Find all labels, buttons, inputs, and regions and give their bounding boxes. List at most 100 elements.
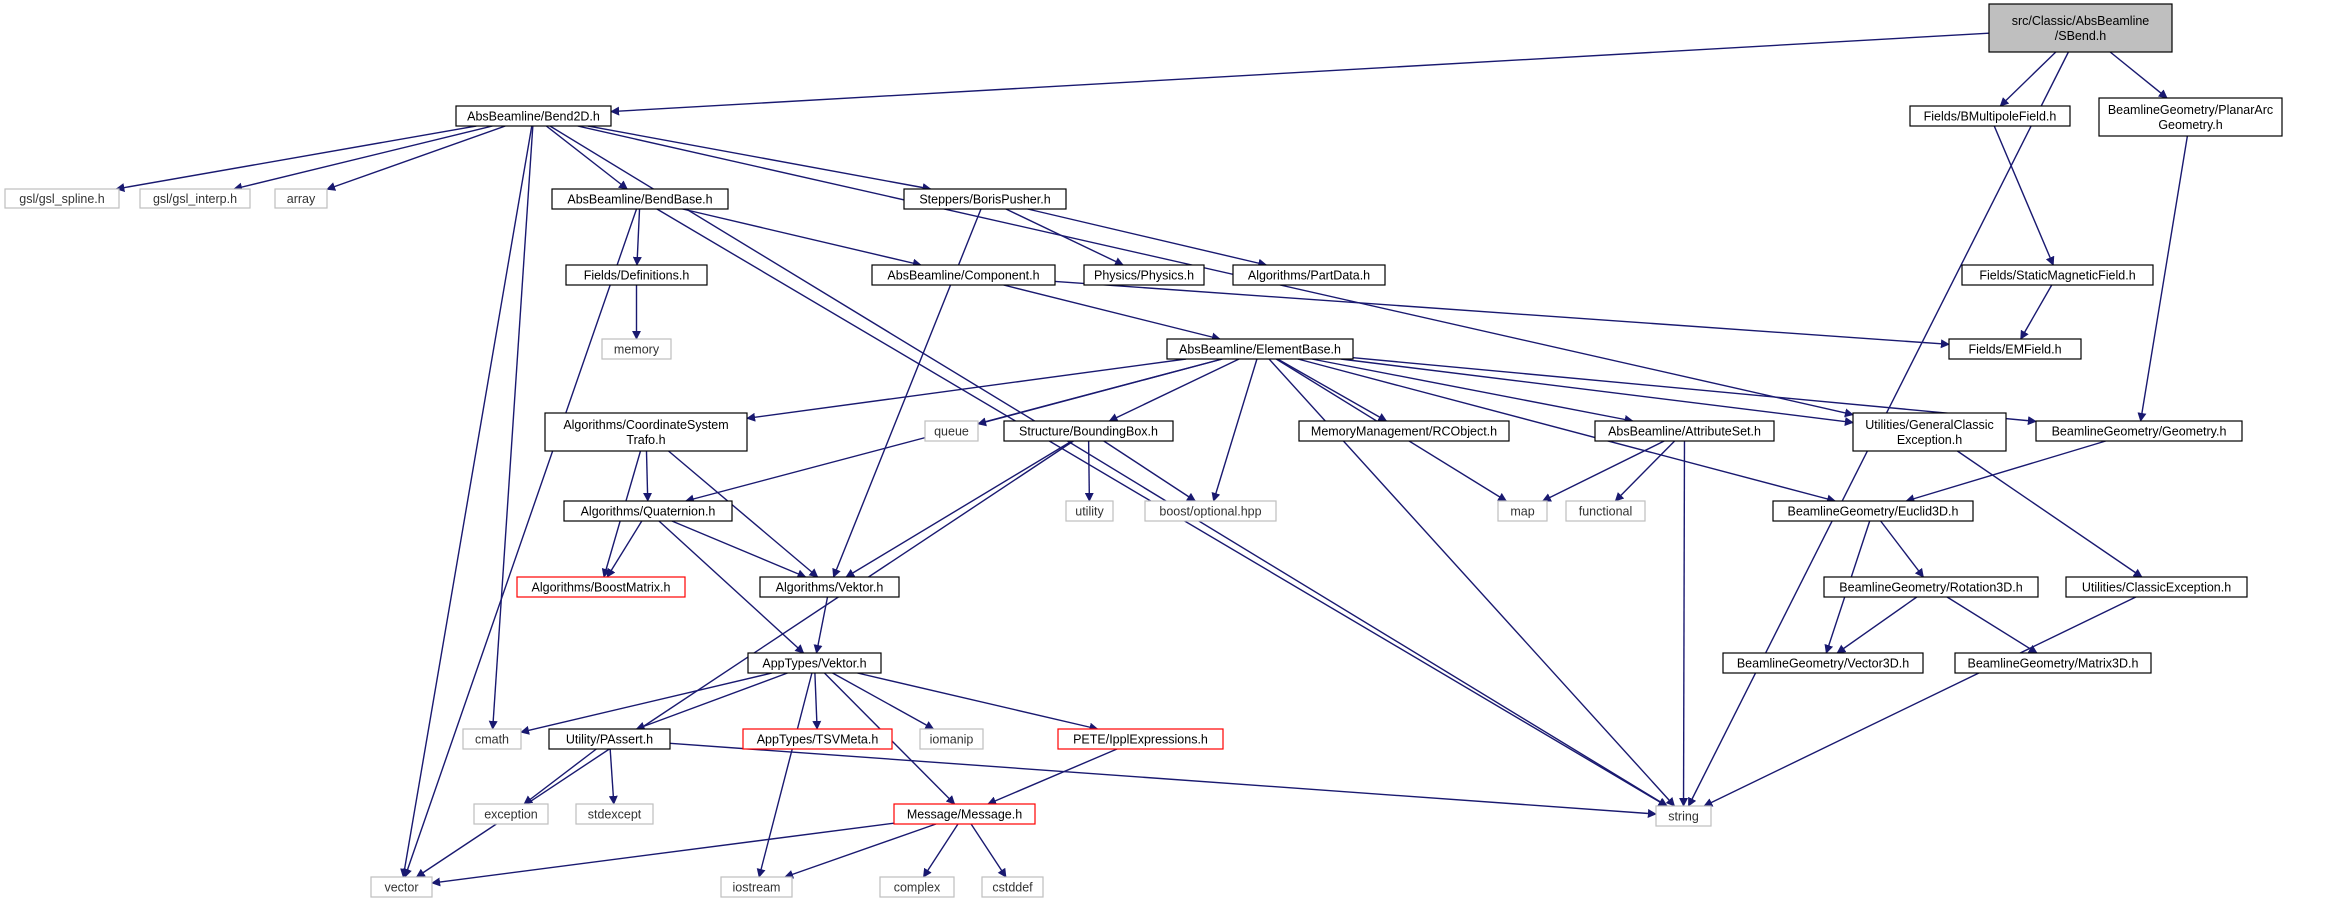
node-box xyxy=(1166,338,1354,360)
node-vector: vector xyxy=(370,876,433,898)
node-label: Algorithms/Vektor.h xyxy=(776,581,884,595)
edge-apptypesvektor-to-tsvmeta xyxy=(812,672,822,730)
node-euclid3d[interactable]: BeamlineGeometry/Euclid3D.h xyxy=(1772,500,1974,522)
node-label: iomanip xyxy=(930,733,974,747)
edge-apptypesvektor-to-iostream xyxy=(756,672,813,878)
node-boundingbox[interactable]: Structure/BoundingBox.h xyxy=(1003,420,1174,442)
node-box xyxy=(274,188,328,209)
edge-attributeset-to-functional xyxy=(1614,440,1676,502)
node-box xyxy=(4,188,120,209)
node-label: src/Classic/AbsBeamline xyxy=(2012,14,2150,28)
node-box xyxy=(1083,264,1205,286)
node-box xyxy=(720,876,793,898)
node-label: array xyxy=(287,192,316,206)
edge-bend2d-to-cmath xyxy=(488,125,534,730)
node-bmultipole[interactable]: Fields/BMultipoleField.h xyxy=(1909,105,2071,127)
node-root[interactable]: src/Classic/AbsBeamline/SBend.h xyxy=(1988,3,2173,53)
node-borispusher[interactable]: Steppers/BorisPusher.h xyxy=(903,188,1067,210)
node-quaternion[interactable]: Algorithms/Quaternion.h xyxy=(563,500,733,522)
node-box xyxy=(139,188,251,209)
node-cmath: cmath xyxy=(462,728,522,750)
node-gsl_spline: gsl/gsl_spline.h xyxy=(4,188,120,209)
node-classicexc[interactable]: Utilities/ClassicException.h xyxy=(2065,576,2248,598)
node-physics[interactable]: Physics/Physics.h xyxy=(1083,264,1205,286)
node-definitions[interactable]: Fields/Definitions.h xyxy=(565,264,708,286)
node-box xyxy=(1988,3,2173,53)
edge-bend2d-to-gsl_spline xyxy=(115,125,477,193)
edge-elementbase-to-genclassicexc xyxy=(1340,358,1854,426)
node-bend2d[interactable]: AbsBeamline/Bend2D.h xyxy=(455,105,612,127)
node-label: Fields/StaticMagneticField.h xyxy=(1979,269,2135,283)
node-exception: exception xyxy=(473,803,549,825)
edge-apptypesvektor-to-cmath xyxy=(520,672,773,735)
node-boostmatrix[interactable]: Algorithms/BoostMatrix.h xyxy=(516,576,686,598)
node-box xyxy=(575,803,654,825)
edge-bendbase-to-definitions xyxy=(632,208,642,266)
edge-ipplexpr-to-message xyxy=(987,748,1118,805)
node-apptypesvektor[interactable]: AppTypes/Vektor.h xyxy=(747,652,882,674)
node-rcobject[interactable]: MemoryManagement/RCObject.h xyxy=(1298,420,1510,442)
node-label: Algorithms/Quaternion.h xyxy=(581,505,716,519)
edge-elementbase-to-attributeset xyxy=(1311,358,1634,424)
edge-geometry-to-euclid3d xyxy=(1905,440,2106,503)
node-passert[interactable]: Utility/PAssert.h xyxy=(548,728,671,750)
node-box xyxy=(548,728,671,750)
edge-boundingbox-to-boostoptional xyxy=(1103,440,1197,502)
edge-classicexc-to-string xyxy=(1703,596,2137,807)
edge-bend2d-to-bendbase xyxy=(545,125,628,190)
node-label: string xyxy=(1668,810,1699,824)
node-label: Algorithms/BoostMatrix.h xyxy=(532,581,671,595)
edge-quaternion-to-algvektor xyxy=(671,520,807,579)
node-emfield[interactable]: Fields/EMField.h xyxy=(1948,338,2082,360)
edge-rotation3d-to-vector3d xyxy=(1836,596,1918,654)
node-box xyxy=(903,188,1067,210)
node-geometry[interactable]: BeamlineGeometry/Geometry.h xyxy=(2035,420,2243,442)
node-label: Physics/Physics.h xyxy=(1094,269,1194,283)
node-label: Fields/Definitions.h xyxy=(584,269,690,283)
node-label: BeamlineGeometry/Rotation3D.h xyxy=(1839,581,2022,595)
node-label: BeamlineGeometry/Vector3D.h xyxy=(1737,657,1909,671)
node-tsvmeta[interactable]: AppTypes/TSVMeta.h xyxy=(742,728,893,750)
node-ipplexpr[interactable]: PETE/IpplExpressions.h xyxy=(1057,728,1224,750)
node-label: gsl/gsl_spline.h xyxy=(19,192,105,206)
node-box xyxy=(1594,420,1775,442)
node-label: vector xyxy=(384,881,418,895)
node-staticmag[interactable]: Fields/StaticMagneticField.h xyxy=(1961,264,2154,286)
node-algvektor[interactable]: Algorithms/Vektor.h xyxy=(759,576,900,598)
node-label: Fields/BMultipoleField.h xyxy=(1924,110,2057,124)
edge-planararc-to-geometry xyxy=(2137,135,2189,422)
node-box xyxy=(462,728,522,750)
edge-root-to-planararc xyxy=(2109,51,2168,99)
node-vector3d[interactable]: BeamlineGeometry/Vector3D.h xyxy=(1722,652,1924,674)
node-label: Utility/PAssert.h xyxy=(566,733,653,747)
node-message[interactable]: Message/Message.h xyxy=(893,803,1036,825)
node-partdata[interactable]: Algorithms/PartData.h xyxy=(1232,264,1386,286)
node-box xyxy=(1298,420,1510,442)
edge-coordtrafo-to-quaternion xyxy=(643,450,653,502)
node-box xyxy=(2035,420,2243,442)
node-matrix3d[interactable]: BeamlineGeometry/Matrix3D.h xyxy=(1954,652,2152,674)
edge-passert-to-stdexcept xyxy=(608,748,618,805)
node-complex: complex xyxy=(879,876,955,898)
node-elementbase[interactable]: AbsBeamline/ElementBase.h xyxy=(1166,338,1354,360)
node-box xyxy=(742,728,893,750)
edge-apptypesvektor-to-ipplexpr xyxy=(857,672,1099,732)
node-box xyxy=(747,652,882,674)
node-label: AppTypes/TSVMeta.h xyxy=(757,733,879,747)
node-label: functional xyxy=(1579,505,1633,519)
node-box xyxy=(1003,420,1174,442)
node-bendbase[interactable]: AbsBeamline/BendBase.h xyxy=(551,188,729,210)
node-rotation3d[interactable]: BeamlineGeometry/Rotation3D.h xyxy=(1823,576,2039,598)
node-queue: queue xyxy=(924,420,979,442)
node-attributeset[interactable]: AbsBeamline/AttributeSet.h xyxy=(1594,420,1775,442)
node-box xyxy=(1497,500,1548,522)
nodes-layer: src/Classic/AbsBeamline/SBend.hAbsBeamli… xyxy=(4,3,2283,898)
node-label: BeamlineGeometry/Geometry.h xyxy=(2052,425,2227,439)
node-component[interactable]: AbsBeamline/Component.h xyxy=(871,264,1056,286)
node-box xyxy=(1954,652,2152,674)
node-box xyxy=(1961,264,2154,286)
